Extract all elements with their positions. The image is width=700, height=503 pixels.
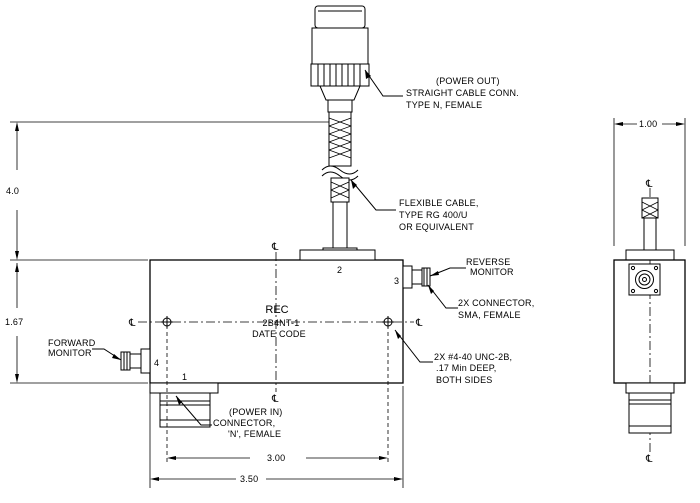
knurl-pattern: [317, 64, 361, 86]
top-port-flange: [299, 249, 376, 261]
leader-lines: [92, 69, 466, 426]
mounting-hole-right: [382, 316, 394, 328]
dim-height-cable: 4.0: [6, 186, 19, 196]
port-3-label: 3: [394, 276, 399, 286]
mounting-hole-left: [161, 316, 173, 328]
callout-sma-connector: 2X CONNECTOR, SMA, FEMALE: [458, 298, 537, 320]
port-4-label: 4: [154, 358, 159, 368]
callout-forward-monitor: FORWARD MONITOR: [48, 338, 98, 358]
side-view: [613, 118, 686, 455]
centerline-symbol-top: ℄: [271, 242, 279, 253]
dim-width-body: 3.50: [240, 474, 258, 484]
body-title: REC: [265, 304, 288, 316]
body-date-code: DATE CODE: [252, 329, 306, 339]
cable-braid: [328, 117, 352, 159]
forward-monitor-sma: [120, 348, 151, 374]
centerline-symbol-left: ℄: [128, 318, 136, 329]
reverse-monitor-sma: [402, 265, 431, 289]
body-part-number: 2B4NT-1: [263, 318, 300, 328]
width-dimensions: [149, 386, 404, 488]
power-in-connector: [149, 382, 219, 428]
height-dimensions: [10, 121, 329, 384]
callout-power-out: (POWER OUT) STRAIGHT CABLE CONN. TYPE N,…: [406, 76, 522, 110]
side-centerline-symbol-top: ℄: [645, 179, 653, 190]
coupler-body: [149, 259, 404, 384]
callout-flexible-cable: FLEXIBLE CABLE, TYPE RG 400/U OR EQUIVAL…: [399, 198, 481, 232]
centerline-symbol-bottom: ℄: [271, 394, 279, 405]
port-1-label: 1: [182, 372, 187, 382]
port-2-label: 2: [337, 265, 342, 275]
dim-width-holes: 3.00: [267, 453, 285, 463]
power-out-connector: [310, 5, 370, 113]
side-centerline-symbol-bottom: ℄: [645, 454, 653, 465]
centerline-symbol-right: ℄: [415, 318, 423, 329]
dim-height-body: 1.67: [5, 317, 23, 327]
callout-reverse-monitor: REVERSE MONITOR: [466, 257, 514, 277]
callout-mounting-holes: 2X #4-40 UNC-2B, .17 Min DEEP, BOTH SIDE…: [434, 352, 515, 385]
callout-power-in: (POWER IN) CONNECTOR, 'N', FEMALE: [213, 407, 285, 439]
dim-side-width: 1.00: [639, 119, 657, 129]
